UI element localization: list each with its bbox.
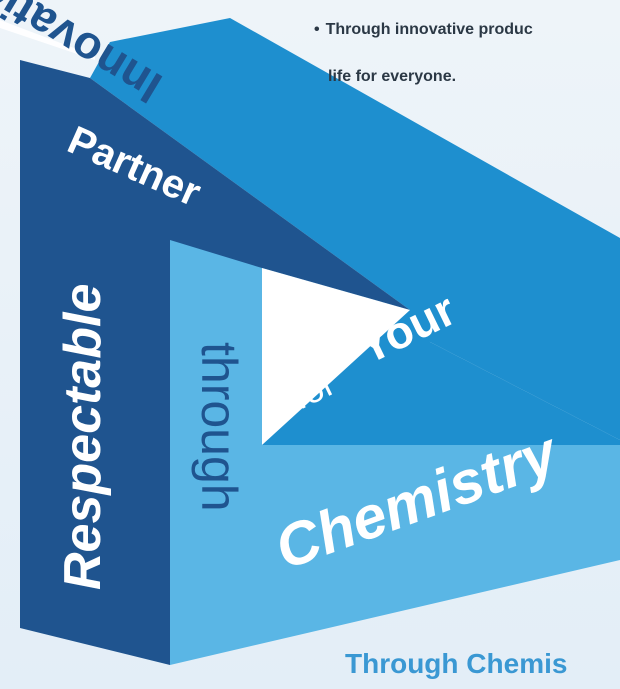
bullet-line-2: life for everyone. [328, 68, 457, 85]
word-respectable: Respectable [54, 284, 112, 590]
intro-bullet: • Through innovative produc life for ever… [314, 18, 533, 88]
word-through: through [191, 342, 247, 512]
inner-hole [262, 268, 410, 445]
bullet-line-1: Through innovative produc [325, 21, 533, 38]
right-bar [90, 18, 620, 440]
bullet-dot: • [314, 21, 320, 38]
section-heading: Through Chemis [345, 648, 568, 679]
bottom-bar [170, 240, 620, 665]
white-streak [0, 20, 95, 60]
